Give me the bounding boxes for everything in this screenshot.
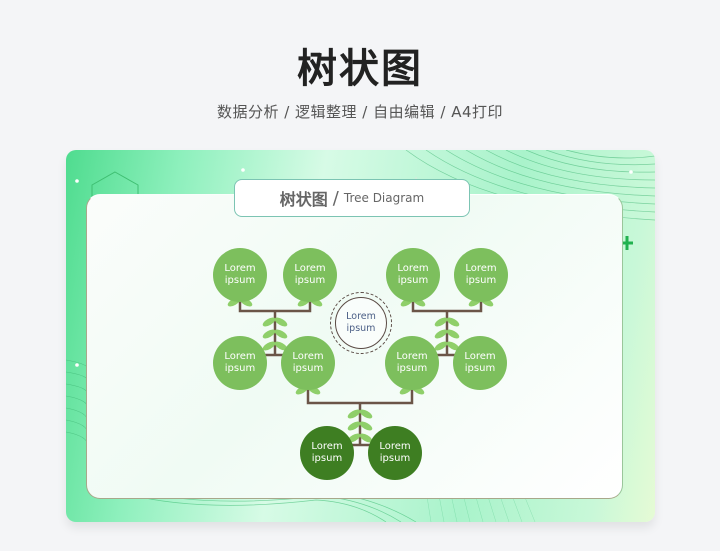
slide-title-separator: / — [332, 187, 339, 209]
tree-node-right-mid-right[interactable]: Lorem ipsum — [453, 336, 507, 390]
tree-node-right-top-left[interactable]: Lorem ipsum — [386, 248, 440, 302]
tree-node-left-mid-left[interactable]: Lorem ipsum — [213, 336, 267, 390]
slide-title-box: 树状图 / Tree Diagram — [234, 179, 470, 217]
slide-title-cn: 树状图 — [279, 190, 328, 209]
slide-card: 树状图 / Tree Diagram — [66, 150, 655, 522]
tree-node-right-top-right[interactable]: Lorem ipsum — [454, 248, 508, 302]
tree-node-right-mid-left[interactable]: Lorem ipsum — [385, 336, 439, 390]
page-title: 树状图 — [297, 46, 423, 92]
tree-node-root-left[interactable]: Lorem ipsum — [300, 426, 354, 480]
tree-node-left-mid-right[interactable]: Lorem ipsum — [281, 336, 335, 390]
slide-title-en: Tree Diagram — [343, 191, 425, 205]
center-node-dashed-ring — [330, 292, 392, 354]
tree-node-left-top-right[interactable]: Lorem ipsum — [283, 248, 337, 302]
tree-node-center[interactable]: Lorem ipsum — [335, 297, 387, 349]
tree-node-left-top-left[interactable]: Lorem ipsum — [213, 248, 267, 302]
tree-node-root-right[interactable]: Lorem ipsum — [368, 426, 422, 480]
page-subtitle: 数据分析 / 逻辑整理 / 自由编辑 / A4打印 — [216, 103, 504, 121]
